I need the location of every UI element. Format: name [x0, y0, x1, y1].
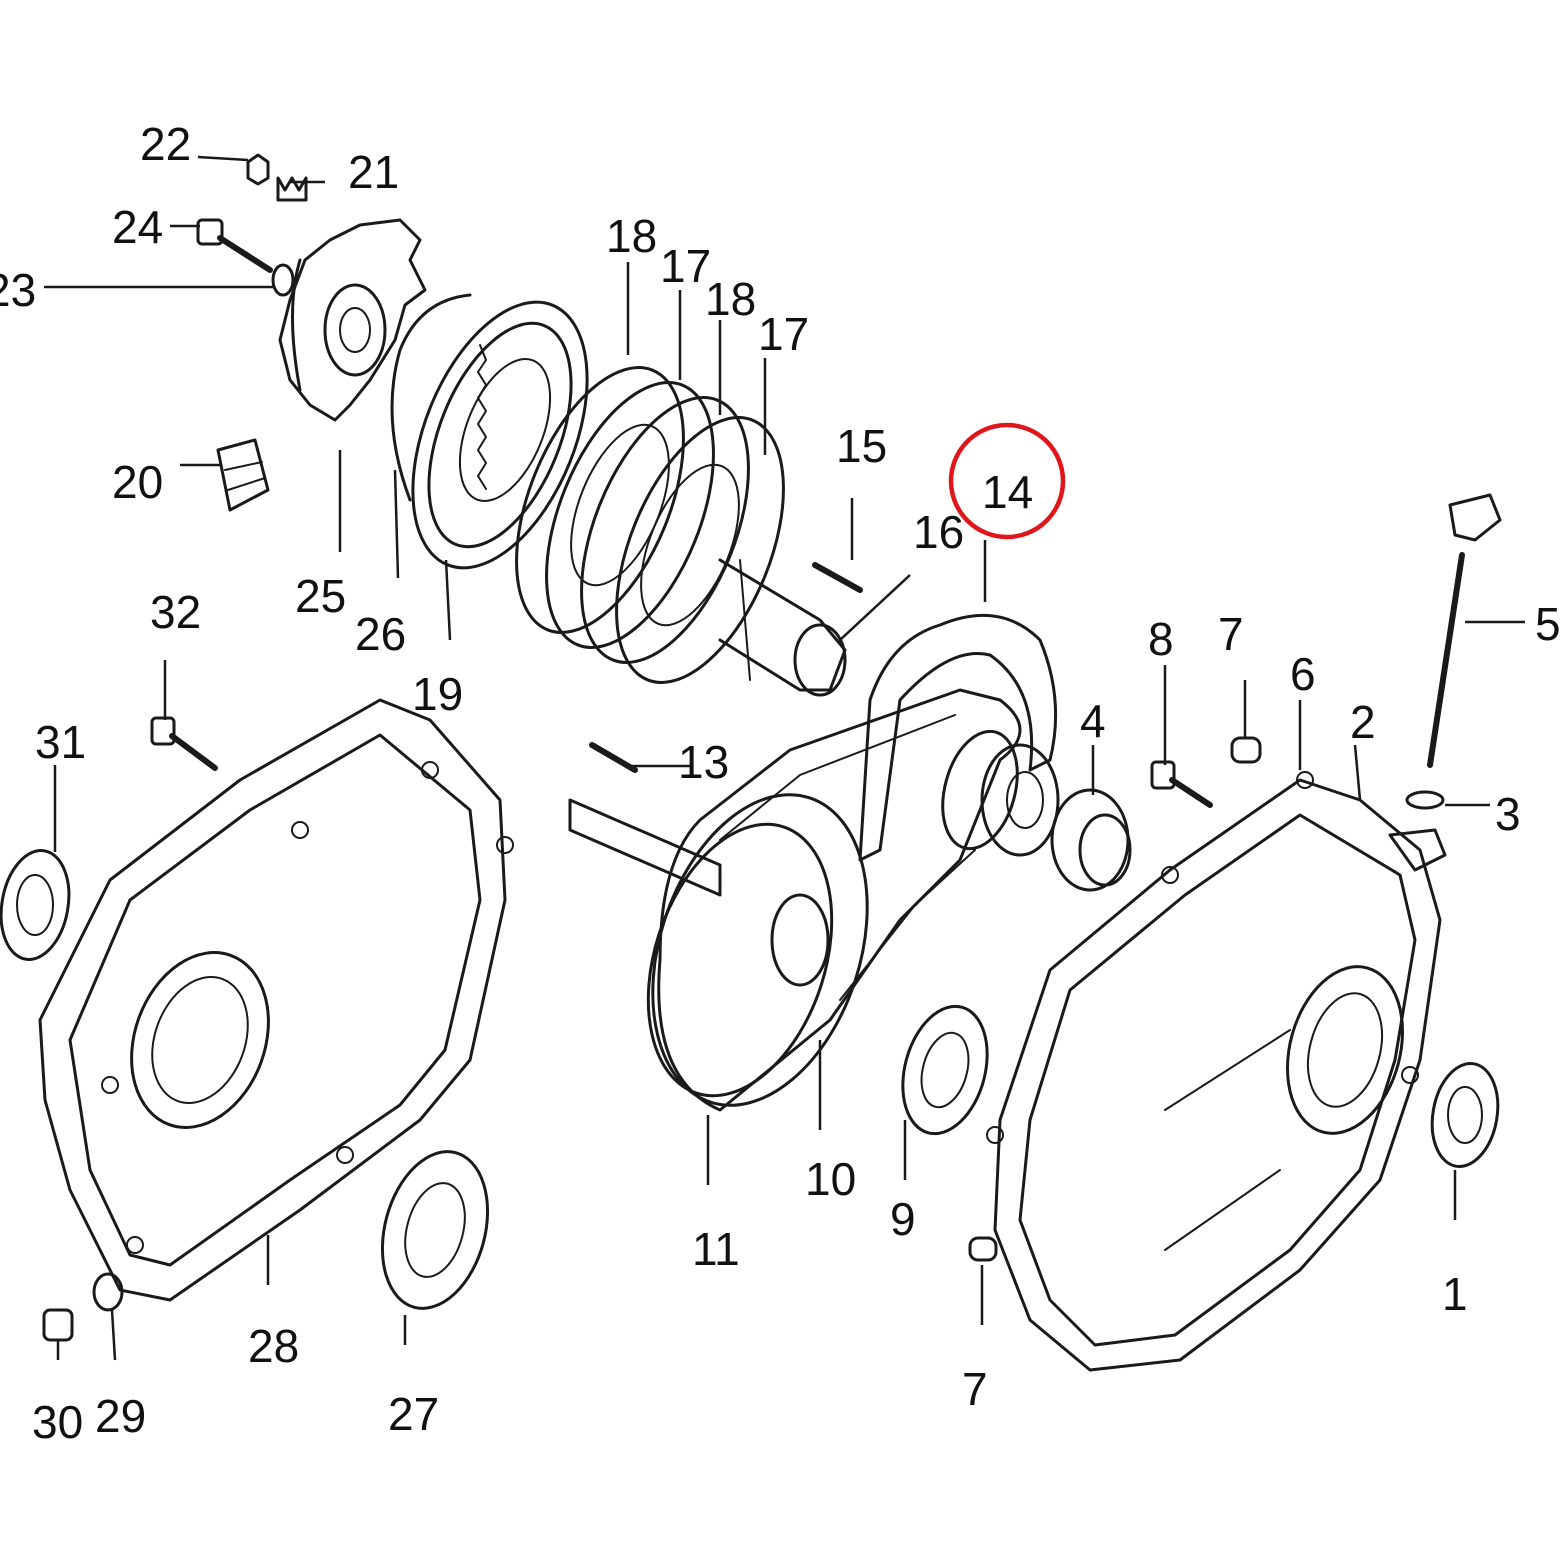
callout-9: 9 — [890, 1193, 916, 1245]
clutch-hub-shaft — [718, 558, 847, 697]
callout-20: 20 — [112, 456, 163, 508]
drive-sprocket — [941, 729, 1060, 857]
callout-23: 23 — [0, 264, 36, 316]
callout-15: 15 — [836, 420, 887, 472]
part-3-oring — [1405, 790, 1445, 810]
callout-13: 13 — [678, 736, 729, 788]
leader-lines — [44, 155, 1525, 1361]
part-7a-dowel — [1230, 736, 1262, 764]
part-11-driven-sprocket — [568, 793, 869, 1107]
callout-29: 29 — [95, 1390, 146, 1442]
callout-18-b: 18 — [705, 273, 756, 325]
callout-17-b: 17 — [758, 308, 809, 360]
callout-26: 26 — [355, 608, 406, 660]
part-23-washer — [271, 263, 295, 297]
part-28-left-case — [38, 698, 514, 1302]
part-13-key — [589, 742, 638, 773]
part-27-bearing — [380, 1150, 490, 1310]
callout-4: 4 — [1080, 695, 1106, 747]
part-31-seal — [0, 849, 71, 961]
callout-28: 28 — [248, 1320, 299, 1372]
part-8-bolt — [1150, 760, 1213, 808]
callout-8: 8 — [1148, 613, 1174, 665]
callout-24: 24 — [112, 201, 163, 253]
callout-14: 14 — [982, 466, 1033, 518]
callout-1: 1 — [1442, 1268, 1468, 1320]
callout-2: 2 — [1350, 696, 1376, 748]
chain-drive — [568, 613, 1132, 1136]
part-10-chain — [657, 688, 1022, 1112]
callout-3: 3 — [1495, 788, 1521, 840]
part-2-right-case — [986, 771, 1447, 1372]
callout-labels: 22 21 24 23 20 25 26 19 18 17 18 17 15 1… — [0, 118, 1560, 1448]
callout-16: 16 — [913, 506, 964, 558]
part-29-washer — [92, 1272, 124, 1312]
callout-6: 6 — [1290, 648, 1316, 700]
callout-30: 30 — [32, 1396, 83, 1448]
clutch-assembly — [278, 218, 863, 697]
part-14-chain-guide — [858, 613, 1058, 862]
part-7b-dowel — [968, 1236, 998, 1262]
callout-11: 11 — [692, 1223, 740, 1275]
part-22-nut — [246, 153, 270, 186]
callout-19: 19 — [412, 668, 463, 720]
part-9-bearing — [901, 1004, 989, 1136]
callout-10: 10 — [805, 1153, 856, 1205]
part-32-bolt — [150, 716, 218, 771]
part-15-pin — [812, 562, 863, 593]
part-19-friction-disc — [411, 300, 589, 570]
callout-25: 25 — [295, 570, 346, 622]
callout-5: 5 — [1535, 598, 1560, 650]
callout-18-a: 18 — [606, 210, 657, 262]
part-20-shoe — [216, 438, 270, 512]
callout-31: 31 — [35, 716, 86, 768]
part-24-bolt — [196, 218, 273, 273]
part-26-snap-ring — [390, 293, 472, 502]
part-25-clutch-carrier — [278, 218, 427, 422]
part-30-plug — [42, 1308, 74, 1342]
part-4-bushing — [1050, 788, 1132, 892]
part-1-seal — [1430, 1061, 1500, 1169]
callout-7-b: 7 — [962, 1363, 988, 1415]
part-21-spring — [276, 176, 308, 202]
callout-32: 32 — [150, 586, 201, 638]
callout-7-a: 7 — [1218, 608, 1244, 660]
callout-21: 21 — [348, 146, 399, 198]
callout-22: 22 — [140, 118, 191, 170]
highlight-circle — [948, 422, 1066, 540]
part-5-dipstick — [1427, 493, 1502, 768]
callout-17-a: 17 — [660, 240, 711, 292]
callout-27: 27 — [388, 1388, 439, 1440]
part-18-17-plate-stack — [515, 366, 785, 684]
